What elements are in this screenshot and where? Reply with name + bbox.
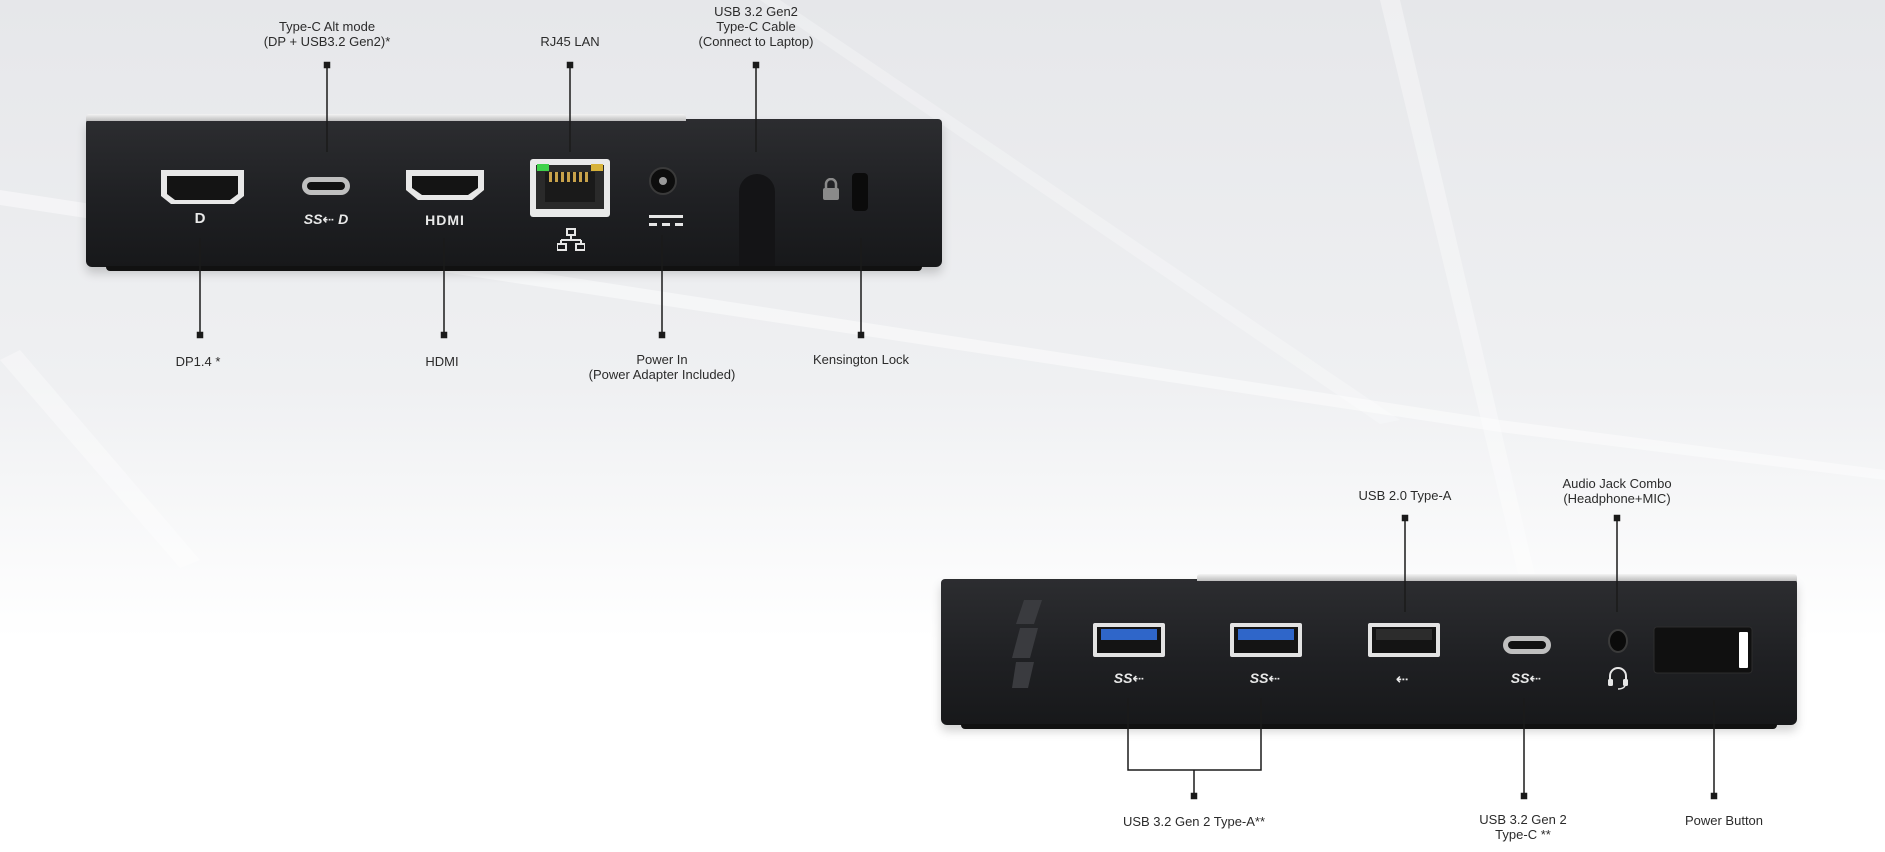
superspeed-icon-1: SS⇠	[1113, 670, 1145, 686]
label-usb20-typea: USB 2.0 Type-A	[1358, 488, 1452, 503]
label-power-in: Power In (Power Adapter Included)	[588, 352, 736, 382]
dock-top-trim	[86, 114, 686, 121]
dock-front-top-trim	[1197, 574, 1797, 581]
label-typec-alt-mode: Type-C Alt mode (DP + USB3.2 Gen2)*	[263, 19, 391, 49]
dp-icon: D	[194, 210, 206, 227]
label-kensington-lock: Kensington Lock	[812, 352, 910, 367]
superspeed-icon-2: SS⇠	[1249, 670, 1281, 686]
usb32-typea-port-1	[1093, 623, 1165, 657]
displayport-port	[161, 170, 244, 204]
superspeed-icon-3: SS⇠	[1510, 670, 1542, 686]
dock-front-foot	[961, 724, 1777, 729]
audio-jack	[1608, 629, 1628, 653]
label-usb32-typea: USB 3.2 Gen 2 Type-A**	[1122, 814, 1266, 829]
usb32-typea-port-2	[1230, 623, 1302, 657]
power-button[interactable]	[1653, 626, 1753, 674]
label-usb-cable: USB 3.2 Gen2 Type-C Cable (Connect to La…	[698, 4, 814, 49]
msi-logo-emboss	[1012, 600, 1042, 688]
label-audio-jack: Audio Jack Combo (Headphone+MIC)	[1562, 476, 1672, 506]
label-dp14: DP1.4 *	[175, 354, 221, 369]
label-rj45-lan: RJ45 LAN	[540, 34, 600, 49]
usb32-typec-port	[1503, 636, 1551, 654]
lock-icon	[823, 178, 839, 200]
typec-alt-port	[302, 177, 350, 195]
label-power-button: Power Button	[1684, 813, 1764, 828]
rj45-port	[530, 159, 610, 217]
headset-icon	[1608, 667, 1628, 690]
dc-power-jack	[649, 167, 677, 195]
label-usb32-typec: USB 3.2 Gen 2 Type-C **	[1479, 812, 1567, 842]
network-icon	[557, 228, 585, 251]
kensington-slot	[852, 173, 868, 211]
dc-power-icon	[649, 215, 683, 226]
dock-foot	[106, 266, 922, 271]
usb-icon: ⇠	[1395, 671, 1409, 688]
usb-cable-slot	[739, 174, 775, 266]
label-hdmi: HDMI	[425, 354, 459, 369]
ss-dp-icon: SS⇠ D	[303, 211, 349, 227]
hdmi-logo-icon: HDMI	[425, 212, 465, 228]
usb20-typea-port	[1368, 623, 1440, 657]
hdmi-port	[406, 170, 484, 200]
